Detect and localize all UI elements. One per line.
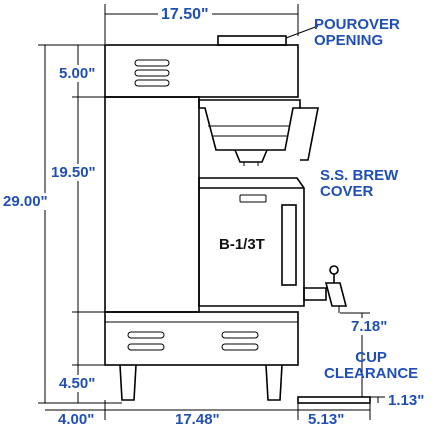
pourover-lid — [217, 35, 287, 46]
dim-top-section: 5.00" — [58, 65, 97, 82]
callout-brew-cover: S.S. BREW COVER — [320, 168, 398, 200]
top-vents — [134, 59, 170, 87]
callout-cup-line2: CLEARANCE — [324, 364, 419, 382]
callout-pourover: POUROVER OPENING — [314, 17, 400, 49]
dim-overall-height: 29.00" — [2, 193, 49, 210]
callout-pourover-line1: POUROVER — [314, 16, 400, 33]
callout-pourover-line2: OPENING — [314, 31, 384, 49]
dim-faucet-offset: 5.13" — [306, 411, 347, 428]
callout-cup-line1: CUP — [355, 349, 387, 366]
dim-drip-tray: 1.13" — [387, 392, 426, 409]
callout-cup-clearance: CUP CLEARANCE — [324, 350, 418, 382]
feet — [119, 364, 283, 401]
brewer-column — [104, 96, 200, 313]
dim-base-width: 17.48" — [172, 411, 223, 428]
server — [198, 177, 348, 313]
dim-width-top: 17.50" — [158, 7, 212, 23]
brewer-base — [104, 311, 299, 366]
drip-tray-rect — [297, 396, 371, 404]
server-model-label: B-1/3T — [219, 236, 265, 253]
brewer-body — [104, 35, 299, 401]
brew-funnel — [198, 99, 319, 166]
dim-foot-depth: 4.00" — [56, 411, 97, 428]
dim-cup-clearance: 7.18" — [349, 318, 390, 335]
dim-mid-section: 19.50" — [50, 164, 97, 181]
callout-brew-cover-line1: S.S. BREW — [320, 167, 399, 184]
top-housing — [104, 44, 299, 98]
base-vents — [127, 331, 259, 351]
dim-bottom-section: 4.50" — [58, 375, 97, 392]
drip-tray — [297, 396, 371, 404]
callout-brew-cover-line2: COVER — [320, 182, 374, 200]
